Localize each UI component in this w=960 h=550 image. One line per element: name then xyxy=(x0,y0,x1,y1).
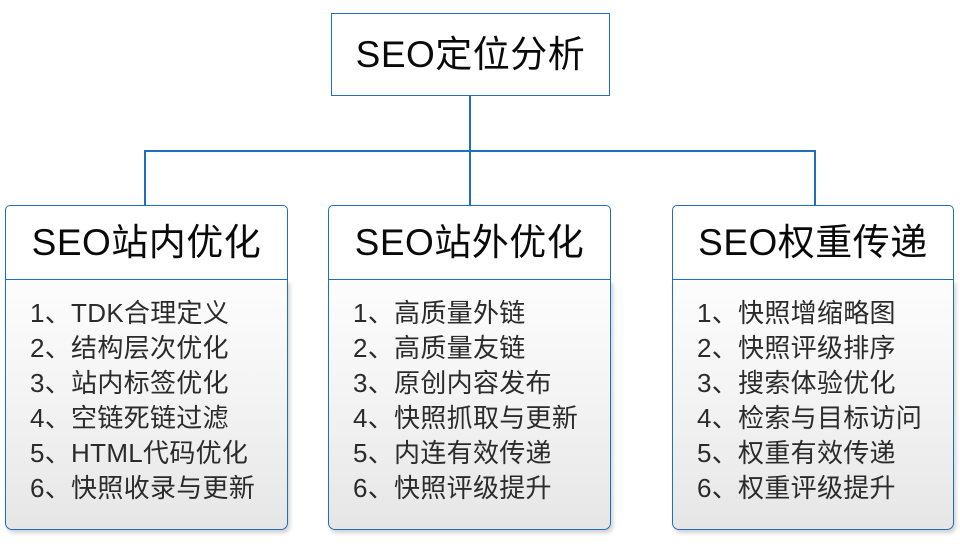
list-item: 3、原创内容发布 xyxy=(353,368,552,398)
list-item: 2、高质量友链 xyxy=(353,333,526,363)
list-item: 1、快照增缩略图 xyxy=(697,298,896,328)
branch-header-2[interactable]: SEO站外优化 xyxy=(328,205,611,280)
list-item: 2、结构层次优化 xyxy=(30,333,229,363)
list-item: 1、TDK合理定义 xyxy=(30,298,230,328)
list-item: 4、快照抓取与更新 xyxy=(353,403,579,433)
list-item: 5、权重有效传递 xyxy=(697,438,896,468)
branch-item-list-3: 1、快照增缩略图 2、快照评级排序 3、搜索体验优化 4、检索与目标访问 5、权… xyxy=(673,296,953,506)
branch-body-2: 1、高质量外链 2、高质量友链 3、原创内容发布 4、快照抓取与更新 5、内连有… xyxy=(328,280,611,530)
connector-drop-column-2 xyxy=(469,150,471,206)
list-item: 4、检索与目标访问 xyxy=(697,403,923,433)
branch-column-3: SEO权重传递 1、快照增缩略图 2、快照评级排序 3、搜索体验优化 4、检索与… xyxy=(672,205,954,530)
connector-drop-column-1 xyxy=(144,150,146,206)
list-item: 6、权重评级提升 xyxy=(697,473,896,503)
list-item: 2、快照评级排序 xyxy=(697,333,896,363)
list-item: 5、HTML代码优化 xyxy=(30,438,249,468)
connector-horizontal-bus xyxy=(144,150,815,152)
branch-column-2: SEO站外优化 1、高质量外链 2、高质量友链 3、原创内容发布 4、快照抓取与… xyxy=(328,205,611,530)
root-node[interactable]: SEO定位分析 xyxy=(331,13,610,96)
branch-header-1[interactable]: SEO站内优化 xyxy=(5,205,288,280)
branch-header-label-2: SEO站外优化 xyxy=(354,222,585,263)
branch-header-3[interactable]: SEO权重传递 xyxy=(672,205,954,280)
branch-body-1: 1、TDK合理定义 2、结构层次优化 3、站内标签优化 4、空链死链过滤 5、H… xyxy=(5,280,288,530)
branch-body-3: 1、快照增缩略图 2、快照评级排序 3、搜索体验优化 4、检索与目标访问 5、权… xyxy=(672,280,954,530)
list-item: 3、站内标签优化 xyxy=(30,368,229,398)
branch-header-label-1: SEO站内优化 xyxy=(31,222,262,263)
list-item: 4、空链死链过滤 xyxy=(30,403,229,433)
branch-item-list-2: 1、高质量外链 2、高质量友链 3、原创内容发布 4、快照抓取与更新 5、内连有… xyxy=(329,296,610,506)
connector-root-stem xyxy=(469,96,471,151)
branch-column-1: SEO站内优化 1、TDK合理定义 2、结构层次优化 3、站内标签优化 4、空链… xyxy=(5,205,288,530)
list-item: 6、快照收录与更新 xyxy=(30,473,256,503)
list-item: 1、高质量外链 xyxy=(353,298,526,328)
list-item: 3、搜索体验优化 xyxy=(697,368,896,398)
list-item: 6、快照评级提升 xyxy=(353,473,552,503)
branch-header-label-3: SEO权重传递 xyxy=(698,222,928,263)
root-node-label: SEO定位分析 xyxy=(355,34,586,75)
connector-drop-column-3 xyxy=(814,150,816,206)
branch-item-list-1: 1、TDK合理定义 2、结构层次优化 3、站内标签优化 4、空链死链过滤 5、H… xyxy=(6,296,287,506)
list-item: 5、内连有效传递 xyxy=(353,438,552,468)
